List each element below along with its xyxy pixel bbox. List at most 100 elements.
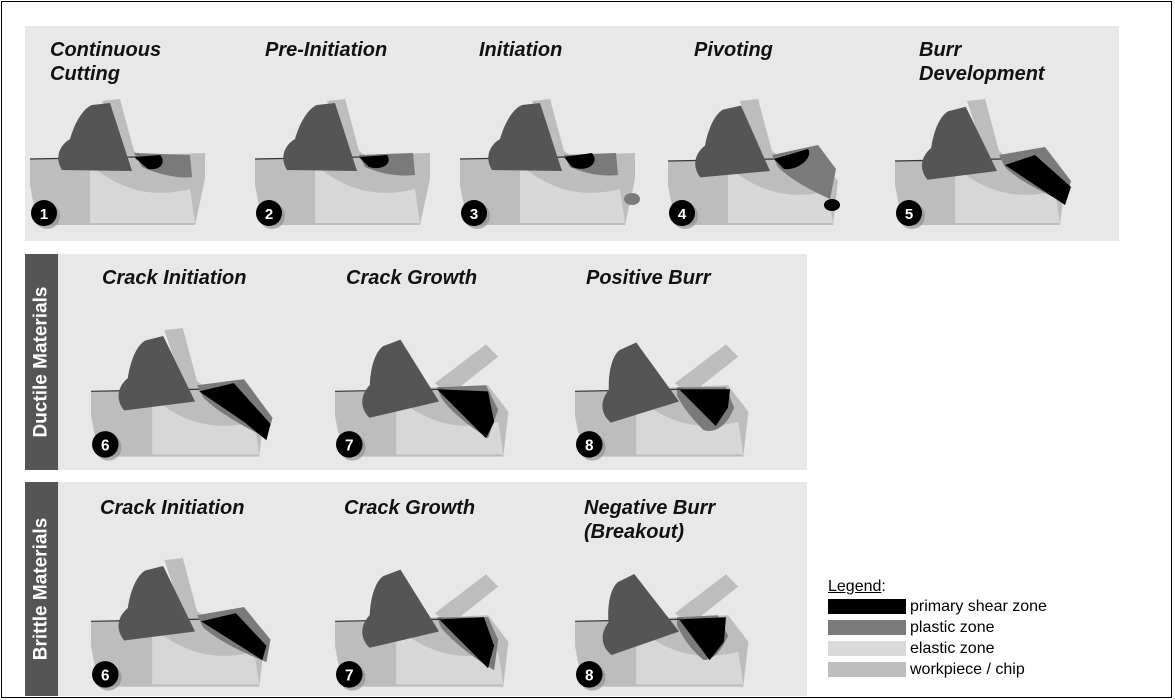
stage-title-pre-initiation: Pre-Initiation bbox=[265, 39, 388, 61]
stage-number-badge bbox=[256, 200, 282, 226]
legend-swatch bbox=[828, 662, 906, 677]
stage-number-label: 5 bbox=[905, 206, 913, 223]
chip-shape bbox=[164, 558, 212, 622]
primary-shear-zone-shape bbox=[774, 149, 810, 170]
stage-number-badge bbox=[31, 200, 57, 226]
stage-group: 3 bbox=[459, 99, 640, 229]
ductile-stage-6-illustration: 6 bbox=[90, 328, 273, 461]
primary-shear-zone-shape bbox=[359, 155, 389, 169]
cutting-tool-shape bbox=[922, 106, 997, 180]
shear-zone-spot bbox=[824, 199, 840, 211]
ductile-materials-label: Ductile Materials bbox=[25, 254, 58, 470]
stage-4-illustration: 4 bbox=[667, 99, 840, 229]
legend: Legend: primary shear zone plastic zone … bbox=[828, 578, 1047, 680]
stage-number-label: 6 bbox=[101, 667, 110, 684]
legend-swatch bbox=[828, 641, 906, 656]
elastic-zone-shape bbox=[396, 627, 504, 685]
ductile-title-crack-initiation: Crack Initiation bbox=[102, 267, 247, 289]
stage-number-label: 7 bbox=[345, 667, 354, 684]
cutting-tool-shape bbox=[362, 569, 440, 648]
brittle-materials-label: Brittle Materials bbox=[25, 482, 58, 696]
stage-number-label: 8 bbox=[585, 667, 594, 684]
chip-shape bbox=[434, 574, 499, 626]
primary-shear-zone-shape bbox=[564, 153, 595, 169]
primary-shear-zone-shape bbox=[201, 613, 267, 661]
ductile-stage-7-illustration: 7 bbox=[334, 339, 509, 461]
elastic-zone-shape bbox=[636, 627, 744, 685]
primary-shear-zone-shape bbox=[437, 389, 495, 439]
stage-group: 8 bbox=[574, 574, 749, 691]
stage-group: 8 bbox=[574, 342, 749, 461]
stage-title-initiation: Initiation bbox=[479, 39, 563, 61]
stage-number-badge bbox=[336, 661, 363, 688]
chip-shape bbox=[740, 99, 786, 161]
ductile-title-crack-growth: Crack Growth bbox=[346, 267, 478, 289]
legend-item-plastic-zone: plastic zone bbox=[828, 617, 1047, 638]
cutting-tool-shape bbox=[58, 103, 133, 171]
stage-number-label: 2 bbox=[265, 206, 273, 223]
stage-number-badge bbox=[669, 200, 695, 226]
cutting-tool-shape bbox=[695, 105, 770, 178]
stage-group: 6 bbox=[90, 328, 273, 461]
stage-number-label: 1 bbox=[40, 206, 48, 223]
legend-title: Legend: bbox=[828, 578, 886, 595]
stage-number-badge bbox=[576, 661, 603, 688]
primary-shear-zone-shape bbox=[134, 155, 163, 170]
stage-3-illustration: 3 bbox=[459, 99, 640, 229]
stage-number-label: 3 bbox=[470, 206, 478, 223]
stage-number-badge bbox=[92, 661, 119, 688]
stage-1-illustration: 1 bbox=[29, 99, 205, 229]
elastic-zone-shape bbox=[315, 165, 420, 223]
stage-5-illustration: 5 bbox=[894, 99, 1071, 229]
ductile-title-positive-burr: Positive Burr bbox=[586, 267, 711, 289]
stage-number-badge bbox=[576, 431, 603, 458]
stage-group: 4 bbox=[667, 99, 840, 229]
ductile-stage-8-illustration: 8 bbox=[574, 342, 749, 461]
stage-group: 1 bbox=[29, 99, 205, 229]
legend-item-workpiece-chip: workpiece / chip bbox=[828, 659, 1047, 680]
primary-shear-zone-shape bbox=[679, 389, 731, 426]
legend-item-primary-shear-zone: primary shear zone bbox=[828, 596, 1047, 617]
stage-number-label: 7 bbox=[345, 437, 354, 454]
primary-shear-zone-shape bbox=[1005, 155, 1071, 205]
brittle-title-crack-initiation: Crack Initiation bbox=[100, 497, 245, 519]
stage-group: 2 bbox=[254, 99, 430, 229]
chip-shape bbox=[434, 344, 499, 396]
chip-shape bbox=[674, 344, 739, 396]
elastic-zone-shape bbox=[152, 397, 260, 455]
stage-number-badge bbox=[896, 200, 922, 226]
cutting-tool-shape bbox=[283, 103, 357, 171]
brittle-stage-7-illustration: 7 bbox=[334, 569, 509, 691]
stage-number-badge bbox=[461, 200, 487, 226]
stage-number-label: 8 bbox=[585, 437, 594, 454]
stage-group: 7 bbox=[334, 339, 509, 461]
stage-title-pivoting: Pivoting bbox=[694, 39, 773, 61]
cutting-tool-shape bbox=[362, 339, 440, 418]
stage-number-badge bbox=[92, 431, 119, 458]
stage-group: 5 bbox=[894, 99, 1071, 229]
elastic-zone-shape bbox=[520, 165, 625, 223]
chip-shape bbox=[967, 99, 1013, 161]
elastic-zone-shape bbox=[728, 167, 833, 223]
brittle-title-crack-growth: Crack Growth bbox=[344, 497, 476, 519]
elastic-zone-shape bbox=[90, 165, 195, 223]
brittle-stage-8-illustration: 8 bbox=[574, 574, 749, 691]
chip-shape bbox=[674, 574, 739, 626]
stage-number-label: 6 bbox=[101, 437, 110, 454]
stage-2-illustration: 2 bbox=[254, 99, 430, 229]
primary-shear-zone-shape bbox=[199, 383, 271, 441]
elastic-zone-shape bbox=[152, 627, 260, 685]
primary-shear-zone-shape bbox=[439, 617, 495, 669]
cutting-tool-shape bbox=[118, 335, 196, 411]
stage-number-badge bbox=[336, 431, 363, 458]
cutting-tool-shape bbox=[488, 103, 562, 171]
elastic-zone-shape bbox=[955, 167, 1060, 223]
plastic-zone-spot bbox=[624, 193, 640, 205]
legend-swatch bbox=[828, 599, 906, 614]
stage-number-label: 4 bbox=[678, 206, 687, 223]
cutting-tool-shape bbox=[602, 574, 680, 655]
cutting-tool-shape bbox=[118, 565, 196, 641]
